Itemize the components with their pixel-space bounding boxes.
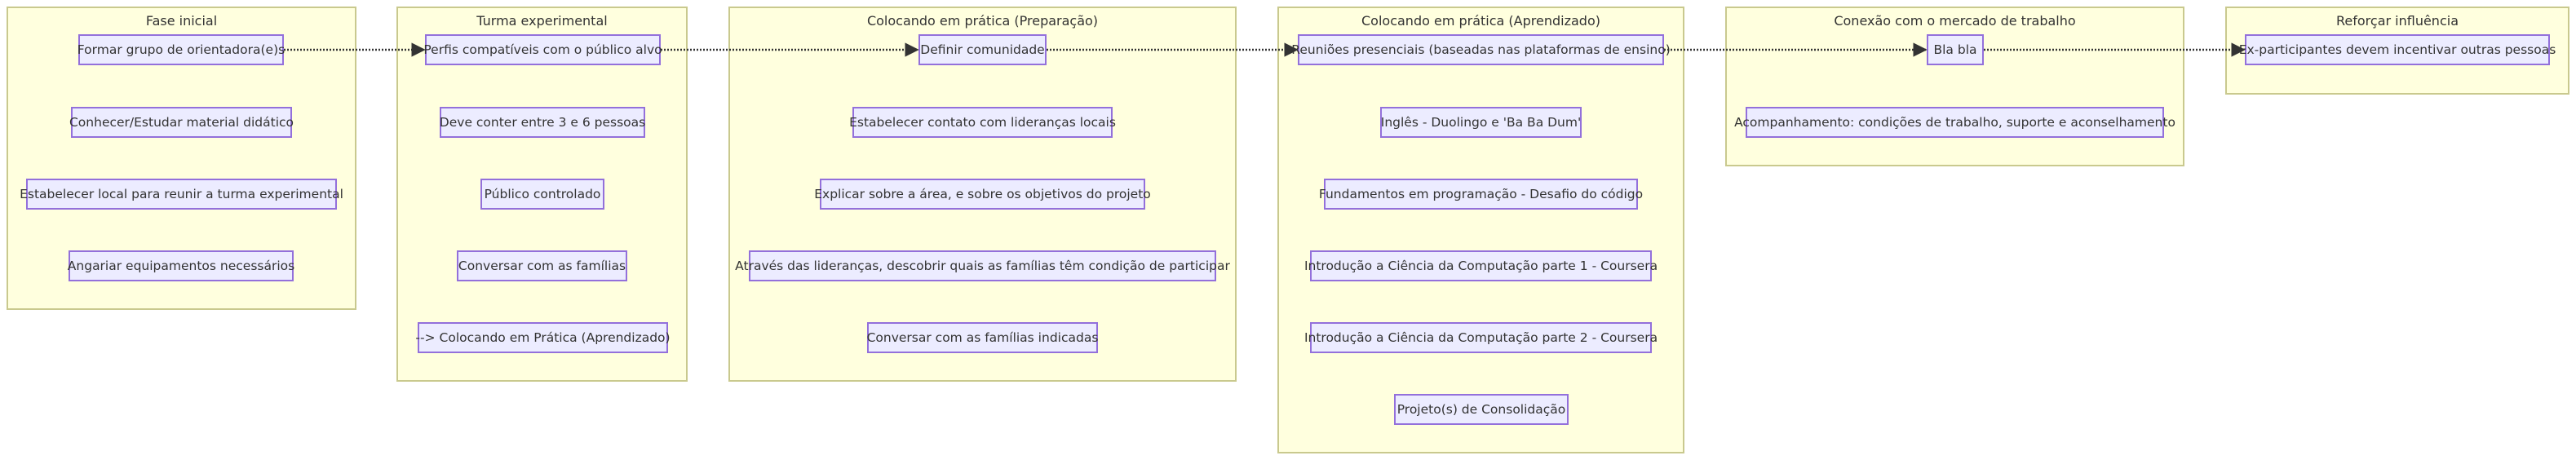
node-descobrir-familias[interactable]: Através das lideranças, descobrir quais … [735, 250, 1230, 281]
node-conversar-familias-indicadas[interactable]: Conversar com as famílias indicadas [867, 322, 1098, 353]
node-intro-computacao-1[interactable]: Introdução a Ciência da Computação parte… [1304, 250, 1658, 281]
node-acompanhamento[interactable]: Acompanhamento: condições de trabalho, s… [1734, 107, 2175, 138]
node-estabelecer-local[interactable]: Estabelecer local para reunir a turma ex… [20, 179, 343, 210]
node-publico-controlado[interactable]: Público controlado [480, 179, 604, 210]
node-angariar-equipamentos[interactable]: Angariar equipamentos necessários [68, 250, 294, 281]
node-projetos-consolidacao[interactable]: Projeto(s) de Consolidação [1394, 394, 1569, 425]
cluster-title: Colocando em prática (Preparação) [866, 13, 1099, 29]
cluster-title: Conexão com o mercado de trabalho [1834, 13, 2076, 29]
node-bla-bla[interactable]: Bla bla [1927, 34, 1984, 65]
node-ingles-duolingo[interactable]: Inglês - Duolingo e 'Ba Ba Dum' [1380, 107, 1582, 138]
node-reunioes-presenciais[interactable]: Reuniões presenciais (baseadas nas plata… [1291, 34, 1671, 65]
cluster-title: Colocando em prática (Aprendizado) [1361, 13, 1600, 29]
node-perfis-compativeis[interactable]: Perfis compatíveis com o público alvo [423, 34, 662, 65]
cluster-title: Turma experimental [476, 13, 608, 29]
node-contato-liderancas[interactable]: Estabelecer contato com lideranças locai… [849, 107, 1116, 138]
node-conversar-familias[interactable]: Conversar com as famílias [457, 250, 627, 281]
node-fundamentos-programacao[interactable]: Fundamentos em programação - Desafio do … [1319, 179, 1643, 210]
cluster-turma-experimental: Turma experimental [396, 7, 688, 382]
node-definir-comunidade[interactable]: Definir comunidade [918, 34, 1047, 65]
node-explicar-objetivos[interactable]: Explicar sobre a área, e sobre os objeti… [814, 179, 1151, 210]
node-intro-computacao-2[interactable]: Introdução a Ciência da Computação parte… [1304, 322, 1658, 353]
cluster-mercado-de-trabalho: Conexão com o mercado de trabalho [1725, 7, 2184, 166]
node-conhecer-material[interactable]: Conhecer/Estudar material didático [69, 107, 294, 138]
node-formar-grupo[interactable]: Formar grupo de orientadora(e)s [77, 34, 285, 65]
node-colocando-em-pratica-link[interactable]: --> Colocando em Prática (Aprendizado) [415, 322, 671, 353]
cluster-aprendizado: Colocando em prática (Aprendizado) [1277, 7, 1684, 453]
node-entre-3-e-6-pessoas[interactable]: Deve conter entre 3 e 6 pessoas [440, 107, 645, 138]
node-ex-participantes[interactable]: Ex-participantes devem incentivar outras… [2239, 34, 2556, 65]
cluster-title: Reforçar influência [2336, 13, 2459, 29]
cluster-title: Fase inicial [145, 13, 218, 29]
